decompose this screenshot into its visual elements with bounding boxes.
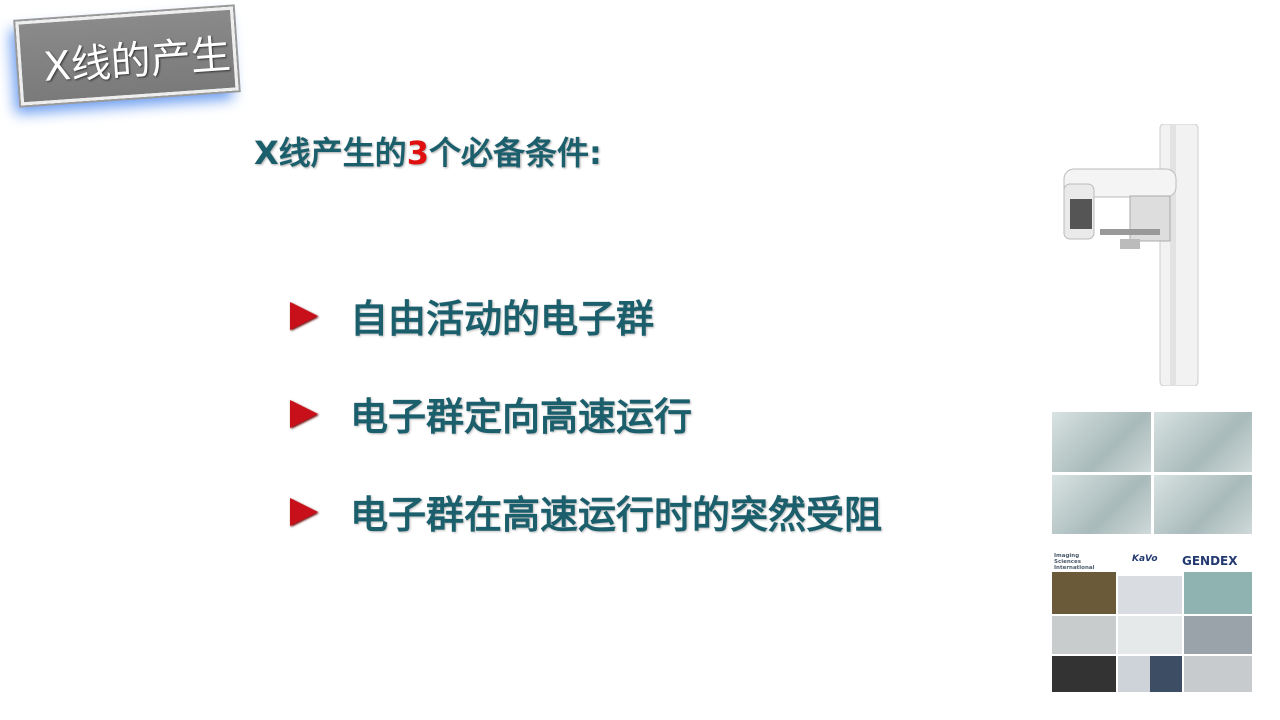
equipment-brand-collage: Imaging Sciences International KaVo GEND… — [1052, 552, 1252, 692]
red-arrowhead-icon — [290, 399, 318, 428]
bullet-item: 电子群定向高速运行 — [290, 386, 692, 441]
xray-film — [1052, 474, 1151, 534]
imaging-sciences-logo: Imaging Sciences International — [1054, 553, 1095, 571]
collage-photo — [1052, 616, 1116, 654]
subtitle-suffix: 个必备条件: — [428, 134, 602, 172]
xray-film — [1052, 412, 1151, 472]
red-arrowhead-icon — [290, 497, 318, 526]
xray-film — [1153, 474, 1252, 534]
collage-photo — [1118, 616, 1182, 654]
bullet-text: 电子群在高速运行时的突然受阻 — [350, 493, 883, 537]
gendex-logo: GENDEX — [1182, 554, 1238, 568]
red-arrowhead-icon — [290, 301, 318, 330]
xray-film — [1153, 412, 1252, 472]
collage-photo — [1184, 572, 1252, 614]
collage-photo — [1184, 616, 1252, 654]
collage-photo — [1052, 572, 1116, 614]
bullet-item: 电子群在高速运行时的突然受阻 — [290, 484, 882, 539]
collage-photo — [1184, 656, 1252, 692]
collage-photo — [1052, 656, 1116, 692]
kavo-logo: KaVo — [1132, 554, 1158, 564]
bullet-item: 自由活动的电子群 — [290, 288, 654, 343]
xray-machine-image — [1063, 124, 1199, 386]
subtitle-number: 3 — [406, 134, 429, 172]
dental-xray-images — [1052, 412, 1252, 534]
bullet-text: 自由活动的电子群 — [350, 297, 655, 341]
bullet-text: 电子群定向高速运行 — [350, 395, 693, 439]
slide-title-box: X线的产生 — [15, 6, 239, 106]
collage-photo — [1118, 576, 1182, 614]
slide-title: X线的产生 — [42, 31, 233, 91]
subtitle-prefix: X线产生的 — [254, 134, 407, 172]
subtitle: X线产生的3个必备条件: — [254, 128, 602, 174]
collage-photo — [1118, 656, 1182, 692]
